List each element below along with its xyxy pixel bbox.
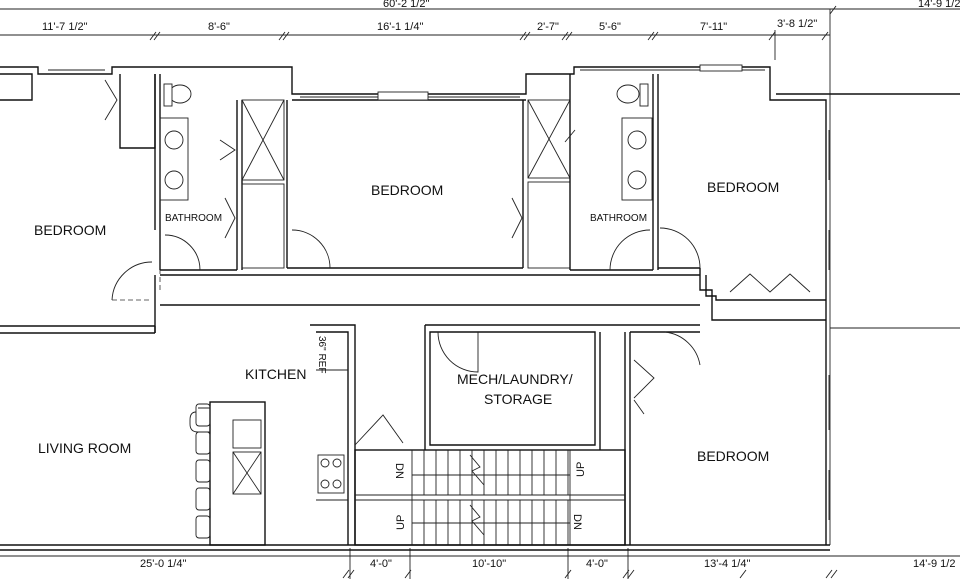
dimension-lines (0, 5, 960, 579)
dim-bottom-seg2: 4'-0" (370, 558, 392, 570)
dim-overall: 60'-2 1/2" (383, 0, 429, 10)
dim-right-overall: 14'-9 1/2 (918, 0, 960, 10)
room-label-bathroom-left: BATHROOM (165, 213, 222, 224)
room-label-mech-line2: STORAGE (484, 391, 552, 407)
dim-top-seg3: 16'-1 1/4" (377, 21, 423, 33)
room-label-bedroom-right-bottom: BEDROOM (697, 448, 769, 464)
dim-bottom-seg4: 4'-0" (586, 558, 608, 570)
room-label-kitchen: KITCHEN (245, 366, 306, 382)
dim-top-seg1: 11'-7 1/2" (42, 21, 88, 33)
stair-label-dn-bottom: DN (571, 514, 583, 530)
room-label-mech-line1: MECH/LAUNDRY/ (457, 371, 573, 387)
dim-bottom-right: 14'-9 1/2 (913, 558, 955, 570)
dim-bottom-seg5: 13'-4 1/4" (704, 558, 750, 570)
room-label-bathroom-right: BATHROOM (590, 213, 647, 224)
dim-top-seg6: 7'-11" (700, 21, 727, 33)
dim-top-seg2: 8'-6" (208, 21, 230, 33)
dim-bottom-seg1: 25'-0 1/4" (140, 558, 186, 570)
room-label-bedroom-center: BEDROOM (371, 182, 443, 198)
doors (104, 79, 811, 446)
dim-top-seg5: 5'-6" (599, 21, 621, 33)
room-label-living-room: LIVING ROOM (38, 440, 131, 456)
stair-label-up-top: UP (575, 462, 587, 477)
dim-top-seg7: 3'-8 1/2" (777, 18, 817, 30)
room-label-bedroom-right-top: BEDROOM (707, 179, 779, 195)
stair-label-dn-top: DN (393, 463, 405, 479)
dim-bottom-seg3: 10'-10" (472, 558, 506, 570)
walls (0, 64, 960, 551)
stair-label-up-bottom: UP (395, 515, 407, 530)
fixtures (159, 83, 653, 201)
dim-top-seg4: 2'-7" (537, 21, 559, 33)
refrigerator-label: 36" REF (316, 336, 327, 373)
room-label-bedroom-left: BEDROOM (34, 222, 106, 238)
